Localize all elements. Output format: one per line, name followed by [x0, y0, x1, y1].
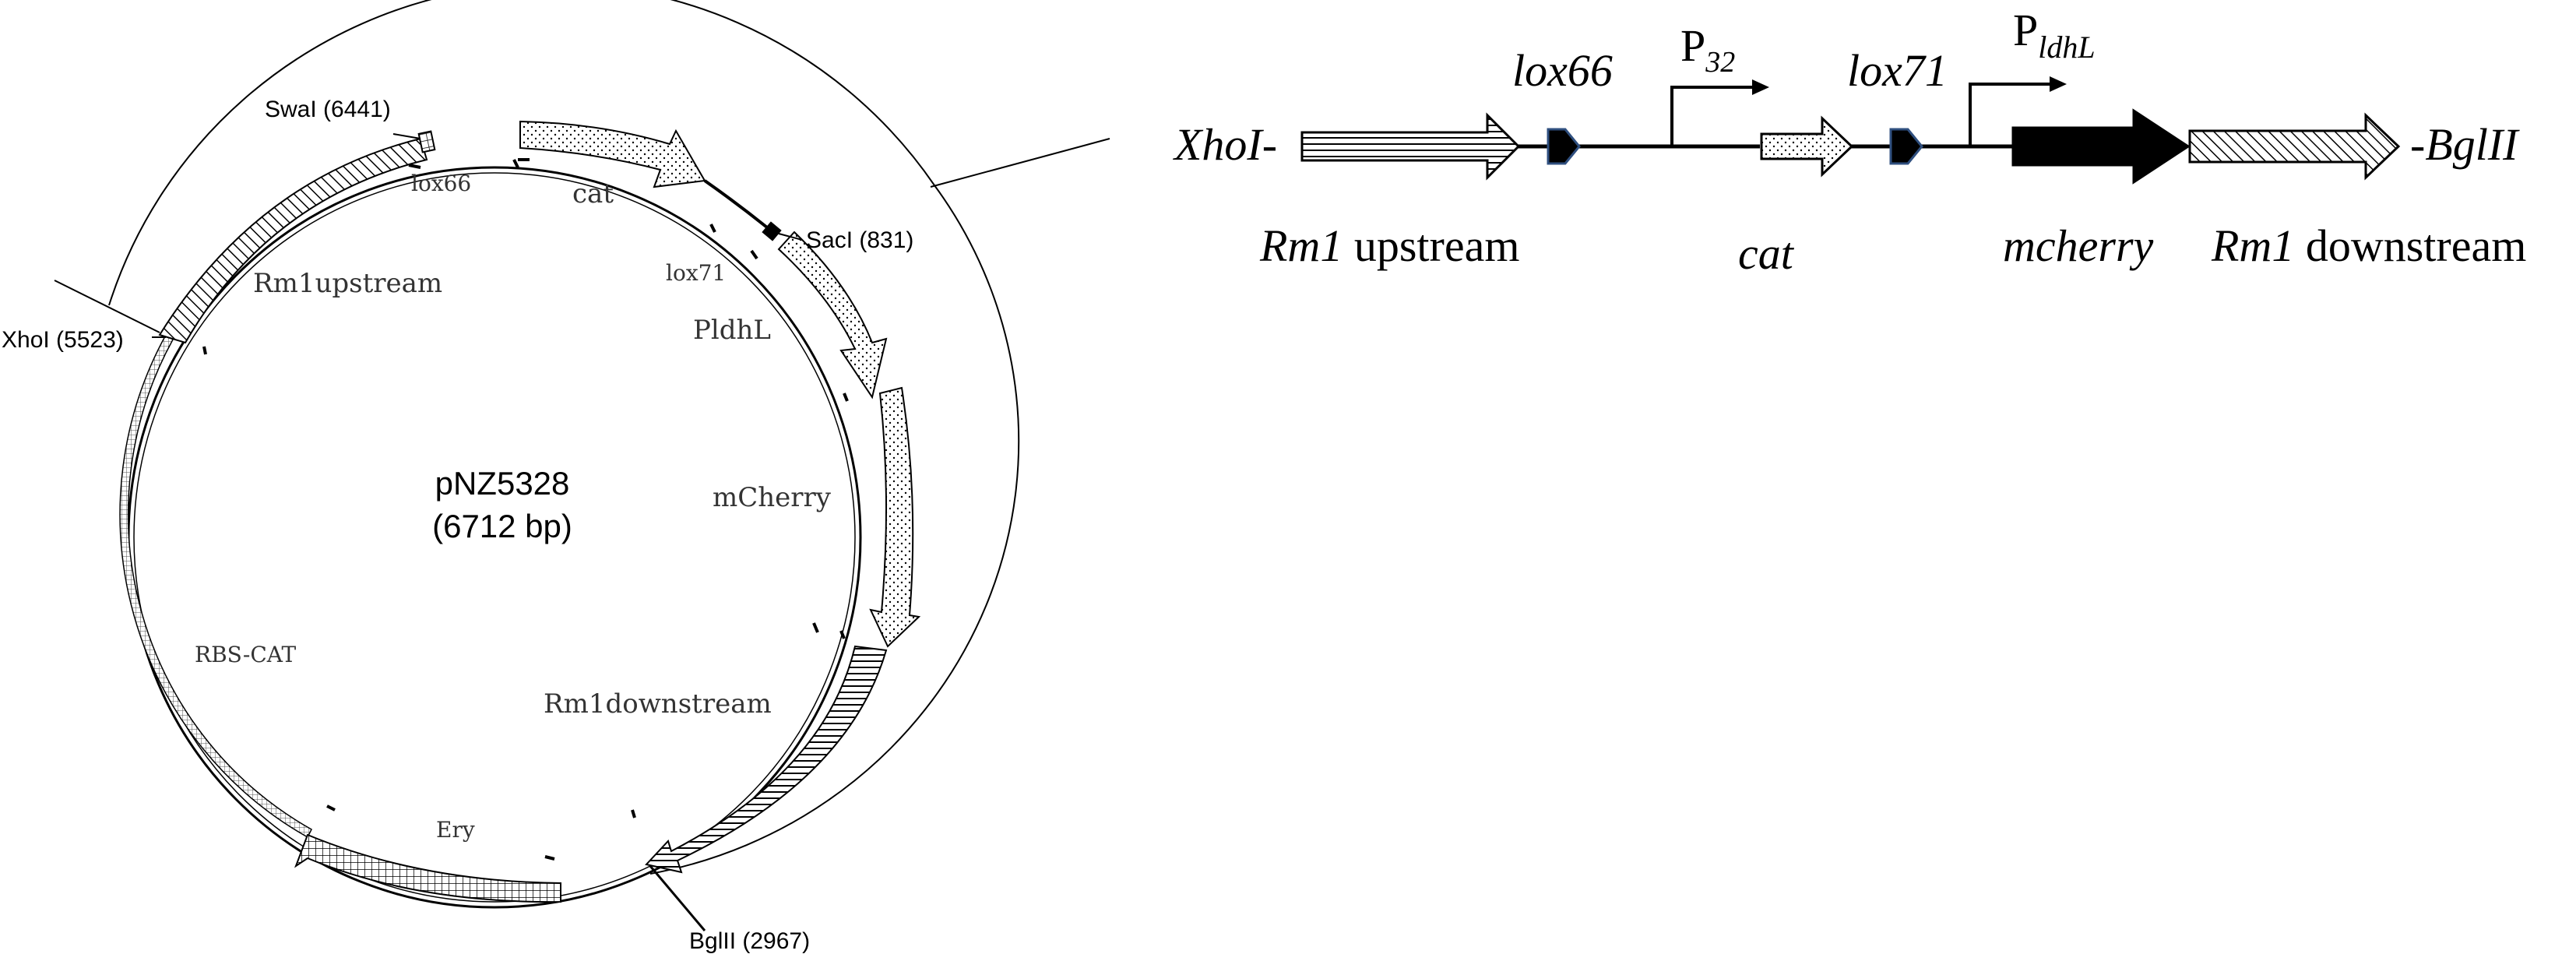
construct-lox71-label: lox71 [1847, 45, 1948, 96]
construct-bglii-label: -BglII [2410, 119, 2520, 170]
swai-box [417, 130, 436, 153]
xhoi-label: XhoI (5523) [2, 327, 124, 353]
construct-pldhl-promoter [1969, 83, 2056, 146]
swai-pointer [392, 133, 421, 139]
plasmid-map: SwaI (6441) SacI (831) XhoI (5523) BglII… [2, 0, 1110, 954]
lox66-label: lox66 [411, 171, 471, 196]
swai-label: SwaI (6441) [265, 97, 391, 122]
construct-pldhl-arrowhead [2050, 76, 2067, 92]
bracket-line-right [930, 138, 1110, 188]
bglii-label: BglII (2967) [689, 928, 810, 954]
plasmid-backbone-inner [133, 172, 856, 903]
rm1upstream-arrow [158, 137, 428, 344]
construct-mcherry-arrow [2011, 108, 2191, 185]
construct-rm1-upstream-arrow [1300, 112, 1521, 181]
rm1upstream-label: Rm1upstream [253, 268, 442, 299]
plasmid-size: (6712 bp) [432, 508, 572, 544]
rm1downstream-label: Rm1downstream [544, 688, 772, 720]
rbs-cat-segment [119, 333, 312, 839]
construct-p32-promoter [1670, 86, 1758, 146]
plasmid-name: pNZ5328 [435, 465, 570, 502]
tick-marks [202, 158, 849, 861]
saci-label: SacI (831) [806, 227, 913, 253]
rbs-cat-label: RBS-CAT [195, 642, 296, 667]
mcherry-arrow [869, 386, 921, 648]
cat-label: cat [572, 178, 614, 209]
rm1downstream-arrow [645, 645, 888, 874]
outer-region-arc [108, 0, 935, 306]
construct-rm1-downstream-label: Rm1 downstream [2211, 220, 2526, 271]
ery-label: Ery [436, 817, 475, 843]
construct-mcherry-label: mcherry [2003, 220, 2154, 271]
saci-marker [762, 221, 782, 241]
construct-cat-arrow [1760, 115, 1854, 178]
construct-p32-label: P32 [1680, 20, 1735, 79]
construct-pldhl-label: PldhL [2013, 5, 2096, 65]
ery-segment [294, 833, 561, 903]
construct-lox66-label: lox66 [1512, 45, 1613, 96]
pldhl-arrow [777, 231, 888, 400]
outer-region-arc-right [649, 185, 1020, 875]
mcherry-label: mCherry [713, 482, 832, 513]
pldhl-label: PldhL [693, 315, 771, 346]
construct-lox71-element [1889, 128, 1923, 165]
cat-arrow [519, 120, 706, 188]
construct-rm1-upstream-label: Rm1 upstream [1259, 220, 1519, 271]
bracket-tick-left [54, 280, 160, 333]
linear-construct: XhoI- lox66 P32 lox71 PldhL -BglII Rm1 u… [1173, 5, 2526, 279]
construct-xhoi-label: XhoI- [1173, 119, 1277, 170]
lox71-label: lox71 [666, 260, 726, 286]
saci-pointer [778, 233, 803, 241]
bglii-pointer [649, 865, 706, 931]
construct-cat-label: cat [1738, 228, 1795, 279]
construct-p32-arrowhead [1752, 79, 1769, 95]
construct-lox66-element [1547, 128, 1581, 165]
construct-rm1-downstream-arrow [2188, 112, 2401, 181]
cat-saci-connector [703, 179, 769, 229]
